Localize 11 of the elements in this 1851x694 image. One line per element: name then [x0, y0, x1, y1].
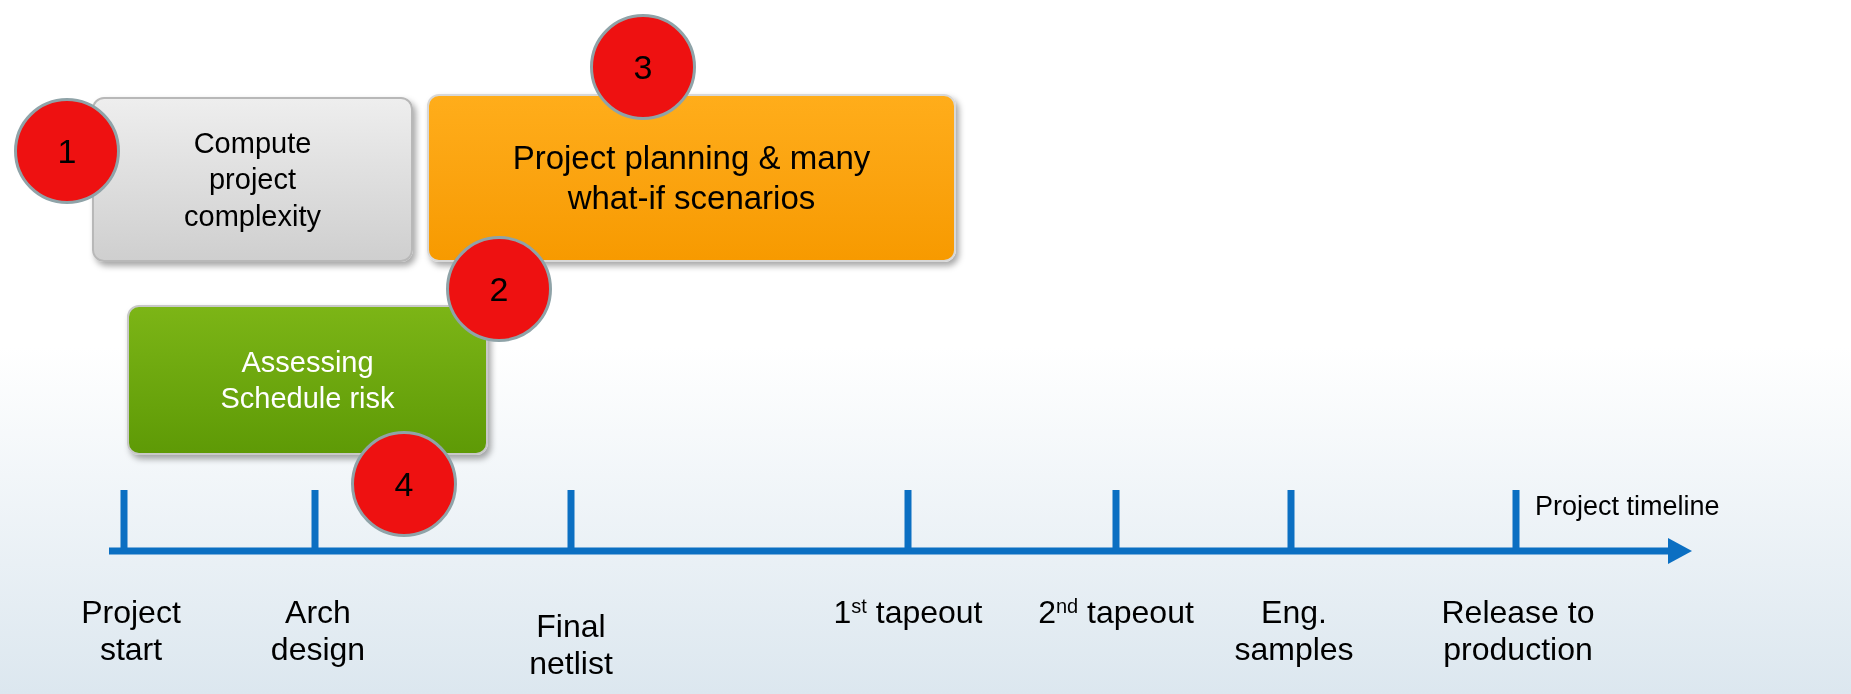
axis-title: Project timeline	[1535, 490, 1720, 523]
process-box: Compute project complexity	[92, 97, 413, 262]
milestone-label: Arch design	[269, 594, 367, 668]
milestone-label: Eng. samples	[1233, 594, 1355, 668]
milestone-label: Final netlist	[528, 608, 614, 682]
process-box: Project planning & many what-if scenarios	[427, 94, 956, 262]
milestone-label: Release to production	[1440, 594, 1596, 668]
process-box: Assessing Schedule risk	[127, 305, 488, 455]
milestone-label: 2$^{nd}$ tapeout	[1037, 594, 1195, 631]
milestone-label: 1$^{st}$ tapeout	[832, 594, 984, 631]
milestone-label: Project start	[80, 594, 182, 668]
